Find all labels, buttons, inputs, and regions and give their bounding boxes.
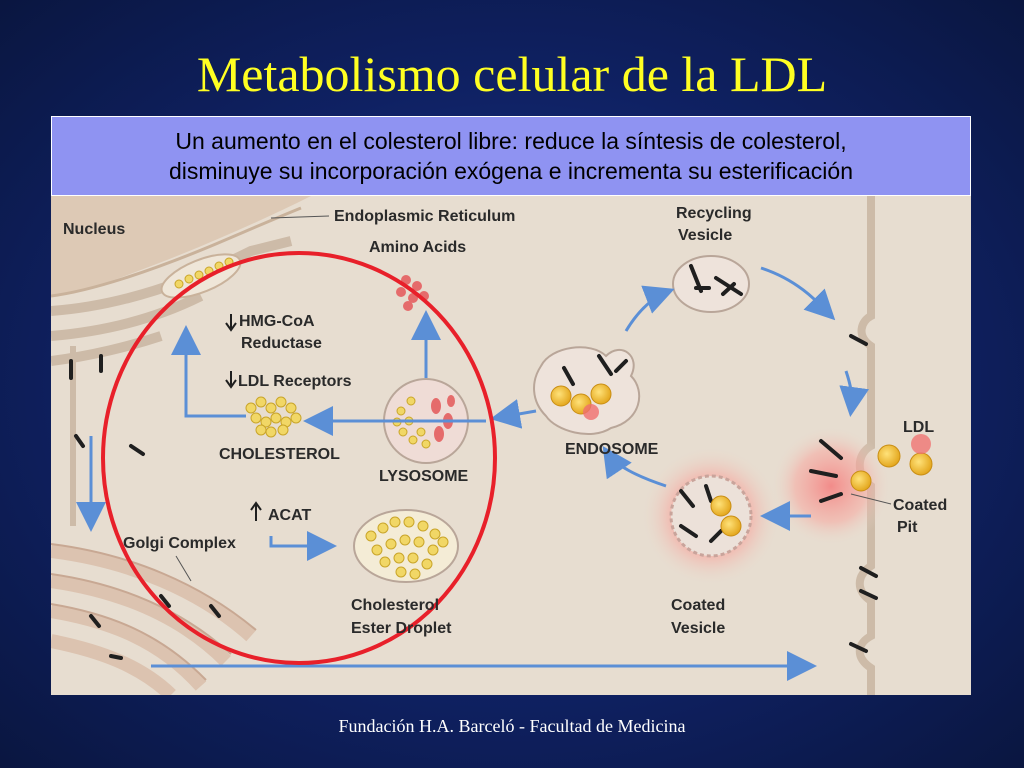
recycling-vesicle [672,255,750,313]
pathway-arrows [76,266,870,681]
coated-vesicle [669,474,753,558]
label-endosome: ENDOSOME [565,441,659,458]
label-recycling: Recycling [676,205,752,222]
label-acat: ACAT [268,507,311,524]
subtitle-line-1: Un aumento en el colesterol libre: reduc… [175,128,847,154]
nucleus-region [51,196,311,296]
label-coated-vesicle-1: Coated [671,597,725,614]
label-coated-vesicle-2: Vesicle [671,620,725,637]
label-golgi-complex: Golgi Complex [123,535,236,552]
subtitle-box: Un aumento en el colesterol libre: reduc… [51,116,971,196]
label-reductase: Reductase [241,335,322,352]
subtitle-line-2: disminuye su incorporación exógena e inc… [169,158,853,184]
label-hmg-coa: HMG-CoA [239,313,315,330]
label-pit: Pit [897,519,918,536]
label-lysosome: LYSOSOME [379,468,469,485]
ldl-metabolism-diagram: Nucleus Endoplasmic Reticulum Amino Acid… [51,196,971,695]
label-ldl: LDL [903,419,934,436]
label-ester-droplet: Ester Droplet [351,620,452,637]
label-cholesterol: CHOLESTEROL [219,446,340,463]
label-coated: Coated [893,497,947,514]
diagram-canvas: Nucleus Endoplasmic Reticulum Amino Acid… [51,196,947,695]
endosome [533,346,641,435]
golgi-complex [51,544,256,695]
slide-footer: Fundación H.A. Barceló - Facultad de Med… [338,716,686,736]
label-vesicle: Vesicle [678,227,732,244]
highlight-circle [101,251,497,665]
free-cholesterol [245,396,302,438]
label-amino-acids: Amino Acids [369,239,466,256]
label-endoplasmic-reticulum: Endoplasmic Reticulum [334,208,515,225]
label-ldl-receptors: LDL Receptors [238,373,352,390]
slide-title: Metabolismo celular de la LDL [196,46,828,102]
label-cholesterol-ester: Cholesterol [351,597,439,614]
label-nucleus: Nucleus [63,221,125,238]
